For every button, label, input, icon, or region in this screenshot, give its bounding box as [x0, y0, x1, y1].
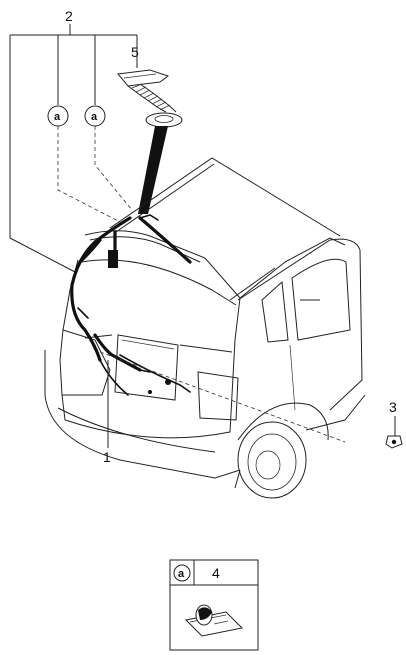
callout-2-bracket	[9, 24, 137, 273]
legend-marker-circle	[173, 564, 191, 582]
svg-text:a: a	[91, 111, 98, 123]
legend-marker-label: a	[178, 568, 185, 580]
svg-text:a: a	[54, 111, 61, 123]
callout-1-label: 1	[103, 449, 111, 465]
marker-a-right-leader	[94, 126, 133, 211]
legend-box: a 4	[169, 559, 259, 651]
tailgate-wiring-harness-part-1	[70, 214, 192, 396]
clip-part-3	[385, 416, 403, 449]
connector-marker-a-right: a	[84, 105, 106, 127]
callout-2-label: 2	[65, 8, 73, 24]
connector-marker-a-left: a	[47, 105, 69, 127]
legend-part-number: 4	[212, 565, 220, 581]
callout-5-label: 5	[131, 44, 139, 60]
grommet-assembly-part-5	[117, 69, 183, 214]
clip-dashed-leader	[99, 351, 346, 443]
marker-a-left-leader	[57, 126, 121, 223]
vehicle-body-outline	[44, 157, 366, 499]
callout-3-label: 3	[389, 399, 397, 415]
clip-part-4-drawing	[184, 604, 244, 637]
